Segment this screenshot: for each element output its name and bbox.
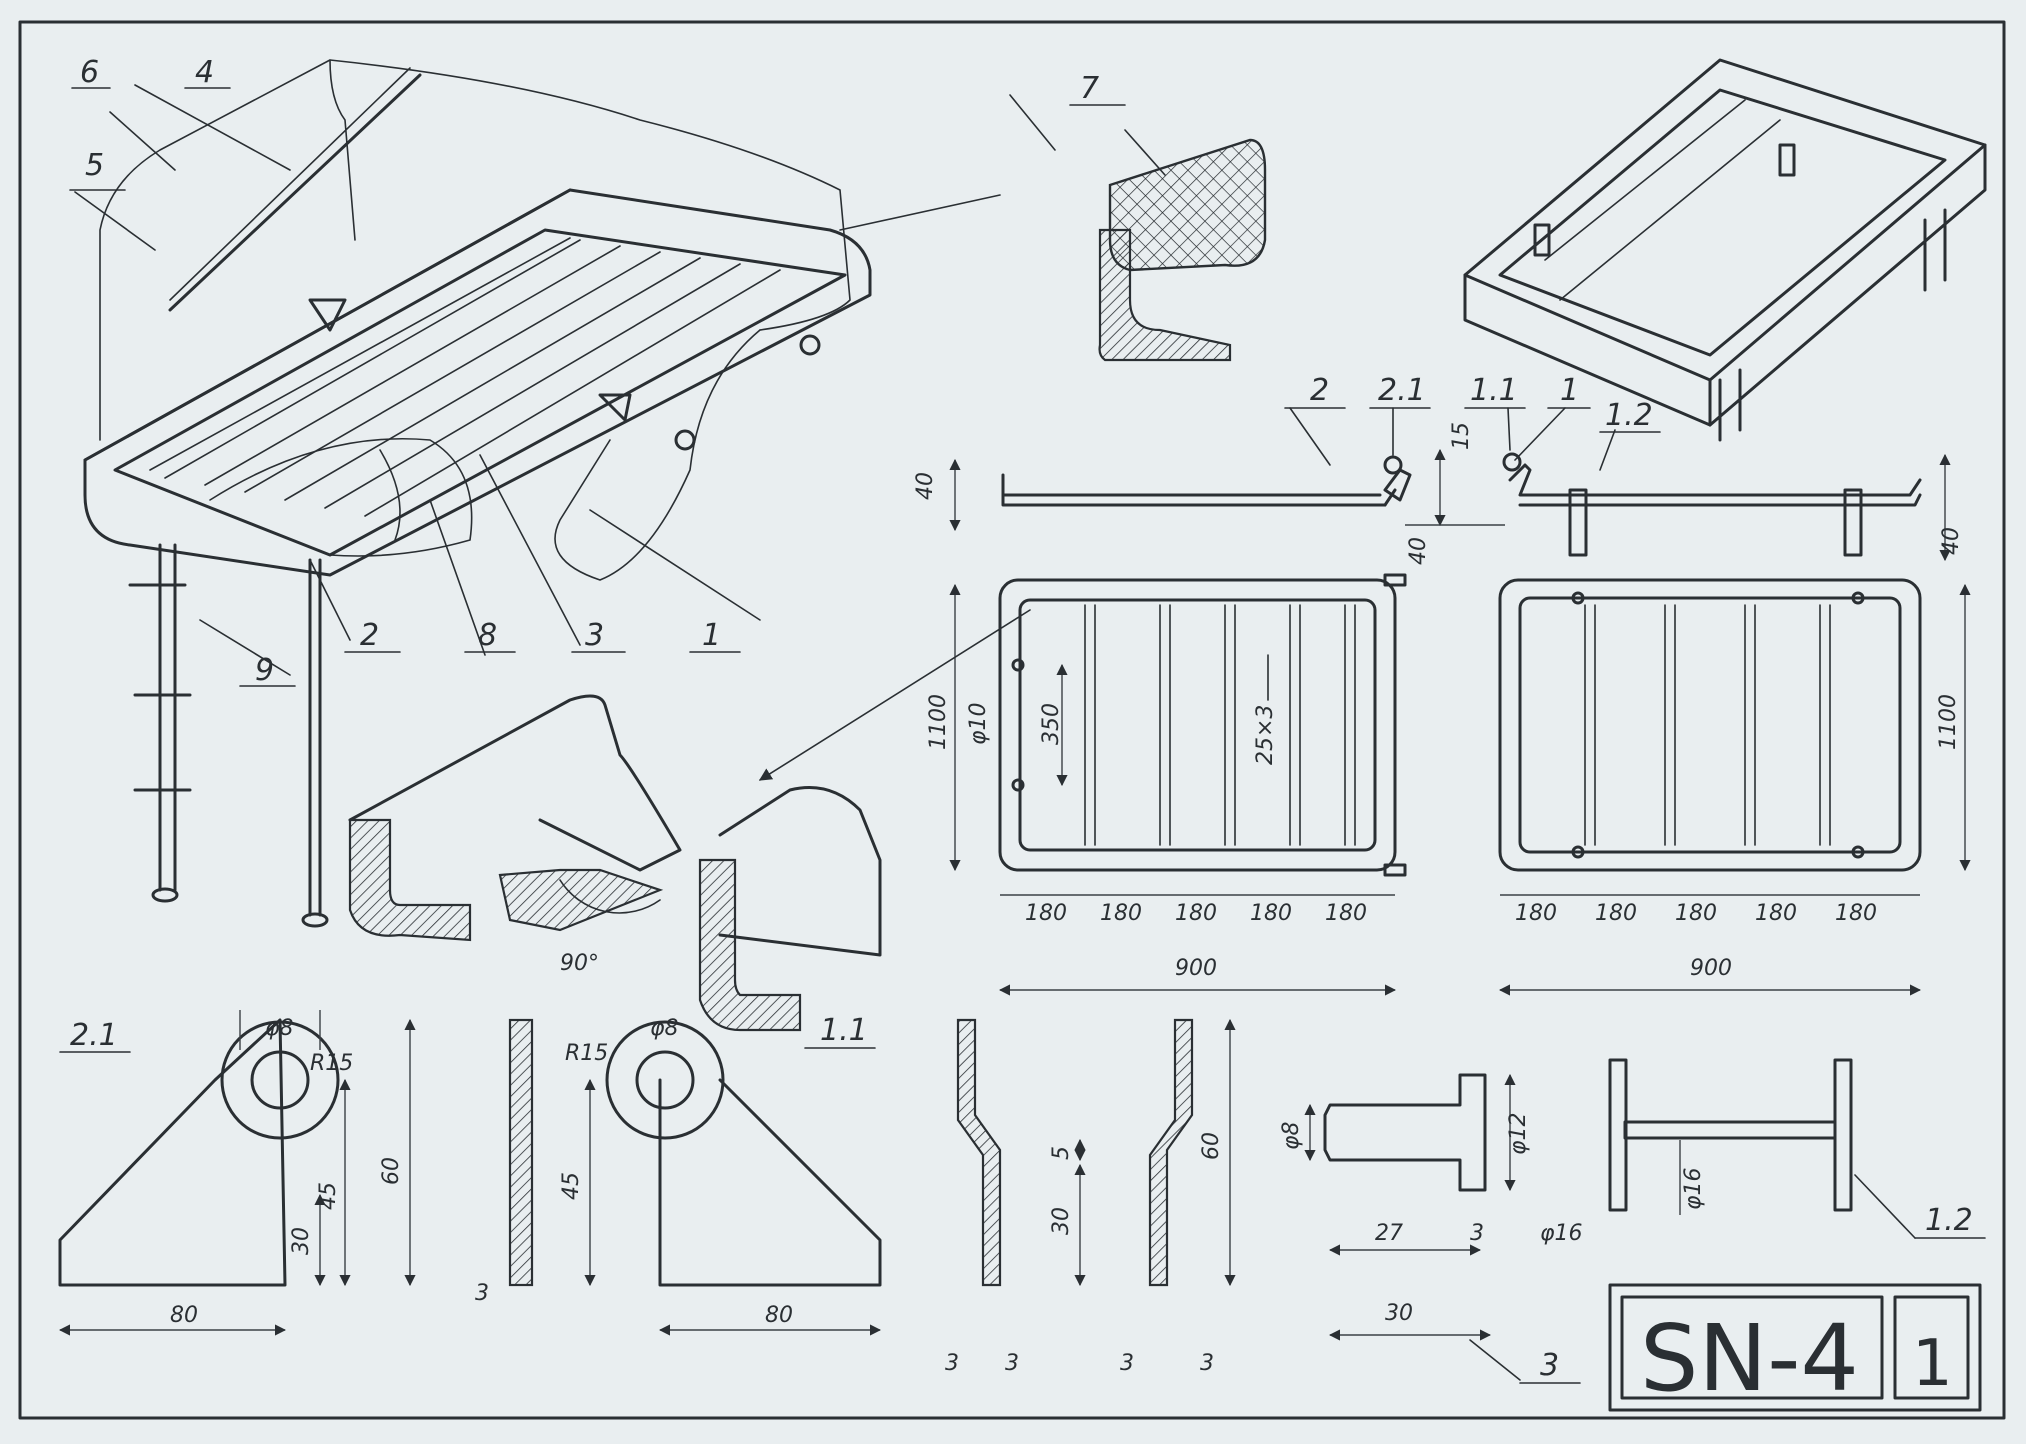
angle-profile-details: 90° (348, 609, 1031, 1032)
dim-pitch-4: 180 (1250, 901, 1292, 926)
drawing-title: SN-4 (1640, 1305, 1859, 1412)
sheet-number: 1 (1912, 1327, 1953, 1401)
dim-bore-8-mid: φ8 (650, 1016, 679, 1041)
dim-t3-b: 3 (1005, 1351, 1019, 1376)
dim-radius-left: R15 (310, 1051, 353, 1076)
dim-side-height-left: 40 (913, 472, 938, 500)
callout-2-1-side: 2.1 (1378, 373, 1426, 408)
callout-1-2-side: 1.2 (1605, 398, 1653, 433)
dim-pin-len27: 27 (1375, 1221, 1403, 1246)
dim-width-900-left: 900 (1175, 956, 1217, 981)
dim-bore-8-left: φ8 (265, 1016, 294, 1041)
dim-pin-len30: 30 (1385, 1301, 1413, 1326)
dim-pitch-right-2: 180 (1595, 901, 1637, 926)
callout-3: 3 (585, 618, 604, 653)
callout-3-pin: 3 (1540, 1348, 1559, 1383)
dim-pin-d16: φ16 (1540, 1221, 1583, 1246)
dim-pitch-2: 180 (1100, 901, 1142, 926)
perspective-callouts: 6 4 5 9 2 8 3 1 (69, 55, 741, 688)
callout-9: 9 (255, 653, 274, 688)
callout-7: 7 (1080, 71, 1099, 106)
callout-1-1: 1.1 (820, 1013, 868, 1048)
dim-slat: 25×3 (1253, 705, 1278, 765)
dim-h5-side: 5 (1049, 1146, 1074, 1160)
isometric-rack-small (1463, 58, 1987, 442)
dim-t3-a: 3 (945, 1351, 959, 1376)
dim-side-height-right: 40 (1939, 527, 1964, 555)
dim-pitch-right-4: 180 (1755, 901, 1797, 926)
dim-h45-left: 45 (316, 1182, 341, 1210)
callout-5: 5 (85, 148, 104, 183)
sheet-frame (18, 20, 2006, 1420)
dim-hole-dia: φ10 (966, 702, 991, 745)
callout-8: 8 (478, 618, 497, 653)
callout-1: 1 (702, 618, 721, 653)
dim-pitch-3: 180 (1175, 901, 1217, 926)
perspective-rack-view: 6 4 5 9 2 8 3 1 (69, 55, 1056, 928)
dim-side-gap: 40 (1406, 537, 1431, 565)
dim-pitch-1: 180 (1025, 901, 1067, 926)
dim-h60-left: 60 (379, 1157, 404, 1185)
dim-t3-c: 3 (1120, 1351, 1134, 1376)
plan-view-left: 1100 φ10 350 25×3 180 180 180 180 180 90… (926, 573, 1407, 996)
dim-pitch-right-1: 180 (1515, 901, 1557, 926)
callout-6: 6 (80, 55, 99, 90)
part-1-1-bracket: 1.1 φ8 R15 45 80 (559, 1013, 882, 1336)
dim-radius-mid: R15 (565, 1041, 608, 1066)
dim-pitch-right-5: 180 (1835, 901, 1877, 926)
dim-w80-left: 80 (170, 1303, 198, 1328)
plan-view-right: 1100 180 180 180 180 180 900 (1498, 578, 1971, 996)
dim-angle-90: 90° (560, 951, 599, 976)
callout-2: 2 (360, 618, 379, 653)
title-block: SN-4 1 (1608, 1283, 1982, 1412)
callout-1-side: 1 (1560, 373, 1579, 408)
pin-details: φ8 φ12 φ16 27 3 30 3 φ16 1.2 (1279, 1058, 1986, 1384)
dim-h30-side: 30 (1049, 1207, 1074, 1235)
dim-h60-side: 60 (1199, 1132, 1224, 1160)
callout-2-side: 2 (1310, 373, 1329, 408)
dim-h45-mid: 45 (559, 1172, 584, 1200)
callout-1-1-side: 1.1 (1470, 373, 1518, 408)
dim-pin-d16-side: φ16 (1681, 1167, 1706, 1210)
dim-spacing-350: 350 (1039, 703, 1064, 745)
dim-length-1100-left: 1100 (926, 694, 951, 750)
part-2-1-bracket: 2.1 φ8 R15 60 45 30 80 3 (58, 1010, 534, 1336)
dim-pin-d8: φ8 (1279, 1121, 1304, 1150)
dim-offset-15: 15 (1449, 422, 1474, 450)
dim-pin-d12: φ12 (1506, 1112, 1531, 1155)
dim-h30-left: 30 (289, 1227, 314, 1255)
dim-length-1100-right: 1100 (1936, 694, 1961, 750)
dim-pitch-5: 180 (1325, 901, 1367, 926)
dim-width-900-right: 900 (1690, 956, 1732, 981)
dim-pitch-right-3: 180 (1675, 901, 1717, 926)
dim-pin-len3: 3 (1470, 1221, 1484, 1246)
bracket-side-profiles: 5 30 60 3 3 3 3 (945, 1018, 1236, 1376)
callout-2-1: 2.1 (70, 1018, 118, 1053)
callout-1-2: 1.2 (1925, 1203, 1973, 1238)
profile-7-section: 7 (1069, 71, 1267, 362)
callout-4: 4 (195, 55, 214, 90)
side-view-rack: 40 40 15 40 2 2.1 1.1 1 1.2 (913, 373, 1964, 565)
dim-w80-mid: 80 (765, 1303, 793, 1328)
dim-t3-left: 3 (475, 1281, 489, 1306)
dim-t3-d: 3 (1200, 1351, 1214, 1376)
